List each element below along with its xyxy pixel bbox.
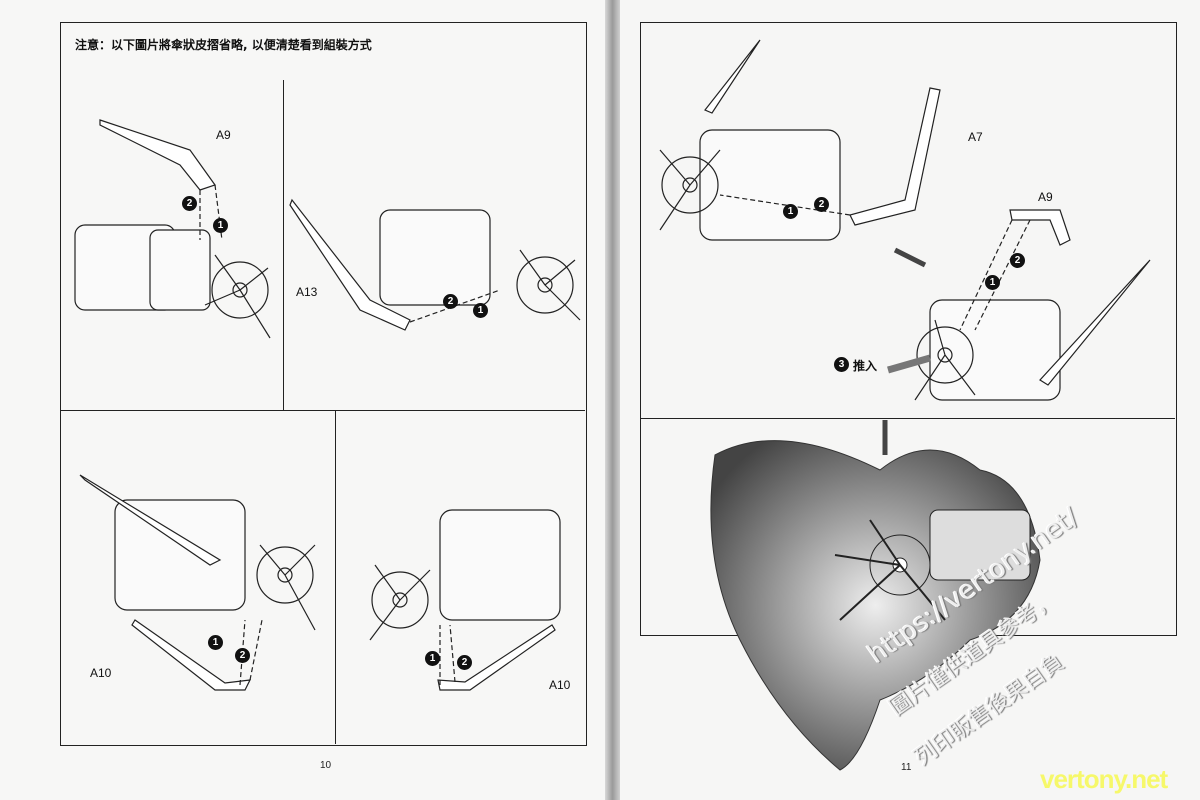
part-label-a10: A10 xyxy=(90,666,112,680)
step-number-1: 1 xyxy=(208,635,223,650)
step-number-2: 2 xyxy=(443,294,458,309)
motor-assembly-drawing xyxy=(659,39,941,241)
step-number-2: 2 xyxy=(1010,253,1025,268)
part-label-a9: A9 xyxy=(216,128,231,142)
panel-divider xyxy=(283,80,284,410)
step-number-1: 1 xyxy=(985,275,1000,290)
step-number-1: 1 xyxy=(783,204,798,219)
part-label-a13: A13 xyxy=(296,285,318,299)
step-number-1: 1 xyxy=(425,651,440,666)
part-label-a10: A10 xyxy=(549,678,571,692)
page-10-frame xyxy=(60,22,587,746)
step-number-3: 3 xyxy=(834,357,849,372)
motor-assembly-drawing xyxy=(914,209,1151,401)
watermark-site: vertony.net xyxy=(1040,764,1168,794)
umbrella-fabric-drawing xyxy=(710,440,1041,771)
motor-assembly-drawing xyxy=(79,474,316,691)
step-number-2: 2 xyxy=(814,197,829,212)
push-arrow xyxy=(887,354,931,374)
push-label: 推入 xyxy=(853,359,878,373)
assembly-note: 注意：以下圖片將傘狀皮摺省略, 以便清楚看到組裝方式 xyxy=(75,38,372,52)
step-number-1: 1 xyxy=(213,218,228,233)
step-number-2: 2 xyxy=(457,655,472,670)
page-10 xyxy=(0,0,605,800)
step-number-2: 2 xyxy=(182,196,197,211)
step-number-1: 1 xyxy=(473,303,488,318)
motor-assembly-drawing xyxy=(369,509,561,691)
panel-divider xyxy=(60,410,585,411)
book-gutter xyxy=(605,0,620,800)
motor-assembly-drawing xyxy=(74,119,271,339)
part-label-a9: A9 xyxy=(1038,190,1053,204)
motor-assembly-drawing xyxy=(289,198,581,331)
page-number: 11 xyxy=(901,762,912,773)
panel-divider xyxy=(335,410,336,744)
step-number-2: 2 xyxy=(235,648,250,663)
direction-arrow xyxy=(893,247,927,268)
panel-divider xyxy=(640,418,1175,419)
part-label-a7: A7 xyxy=(968,130,983,144)
page-number: 10 xyxy=(320,760,332,771)
